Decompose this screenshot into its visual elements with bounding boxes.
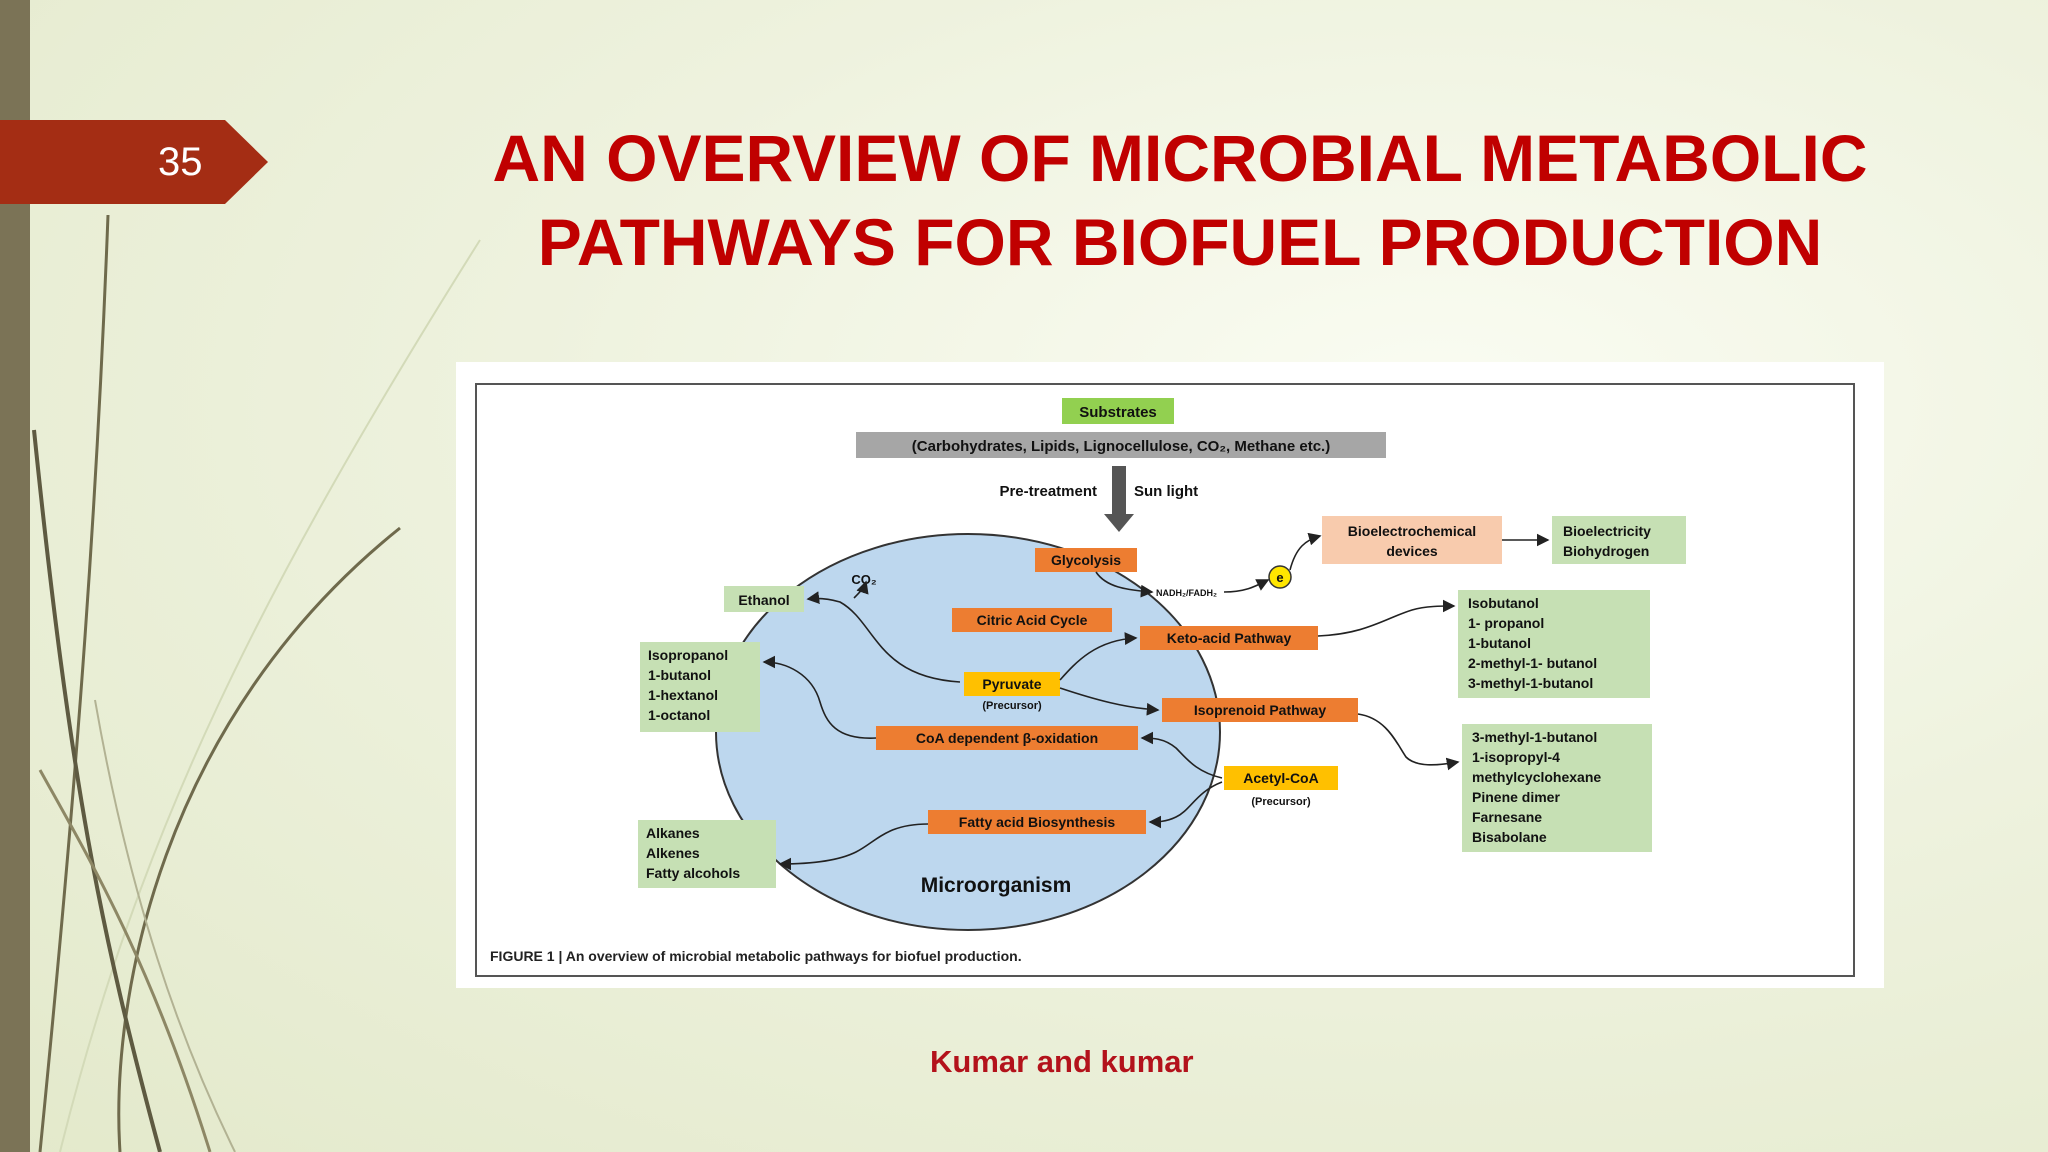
keto-products-list: Isobutanol 1- propanol 1-butanol 2-methy… — [1468, 595, 1597, 691]
microorganism-label: Microorganism — [921, 874, 1072, 897]
lipid-products-list: Alkanes Alkenes Fatty alcohols — [646, 825, 740, 881]
figure-frame — [475, 383, 1855, 977]
isoprenoid-product: 1-isopropyl-4 — [1472, 749, 1560, 765]
alcohol-product: 1-hextanol — [648, 687, 718, 703]
glycolysis-box — [1035, 548, 1137, 572]
coa-oxidation-label: CoA dependent β-oxidation — [916, 730, 1098, 746]
keto-product: 3-methyl-1-butanol — [1468, 675, 1593, 691]
keto-products-box — [1458, 590, 1650, 698]
bioelectricity-line-2: Biohydrogen — [1563, 543, 1649, 559]
pretreatment-label: Pre-treatment — [999, 483, 1097, 500]
input-arrow-shaft — [1112, 466, 1126, 516]
isoprenoid-pathway-label: Isoprenoid Pathway — [1194, 702, 1326, 718]
keto-product: Isobutanol — [1468, 595, 1539, 611]
ethanol-label: Ethanol — [738, 592, 789, 608]
isoprenoid-products-list: 3-methyl-1-butanol 1-isopropyl-4 methylc… — [1472, 729, 1601, 845]
acetyl-coa-box — [1224, 766, 1338, 790]
bioelectricity-line-1: Bioelectricity — [1563, 523, 1651, 539]
figure-caption: FIGURE 1 | An overview of microbial meta… — [490, 948, 1022, 964]
bioelectrochemical-line-2: devices — [1386, 543, 1438, 559]
fatty-acid-biosynthesis-label: Fatty acid Biosynthesis — [959, 814, 1116, 830]
lipid-product: Alkanes — [646, 825, 700, 841]
keto-acid-pathway-box — [1140, 626, 1318, 650]
alcohol-product: 1-butanol — [648, 667, 711, 683]
fatty-acid-biosynthesis-box — [928, 810, 1146, 834]
pyruvate-box — [964, 672, 1060, 696]
slide-number: 35 — [158, 140, 203, 184]
lipid-product: Alkenes — [646, 845, 700, 861]
keto-product: 1-butanol — [1468, 635, 1531, 651]
substrates-box — [1062, 398, 1174, 424]
citation: Kumar and kumar — [930, 1044, 1194, 1079]
alcohol-products-box — [640, 642, 760, 732]
substrates-list-box — [856, 432, 1386, 458]
isoprenoid-product: Pinene dimer — [1472, 789, 1560, 805]
coa-oxidation-box — [876, 726, 1138, 750]
isoprenoid-products-box — [1462, 724, 1652, 852]
acetyl-coa-label: Acetyl-CoA — [1243, 770, 1318, 786]
alcohol-products-list: Isopropanol 1-butanol 1-hextanol 1-octan… — [648, 647, 728, 723]
acetyl-coa-precursor-note: (Precursor) — [1251, 796, 1311, 808]
lipid-product: Fatty alcohols — [646, 865, 740, 881]
pyruvate-precursor-note: (Precursor) — [982, 700, 1042, 712]
bioelectricity-box — [1552, 516, 1686, 564]
slide-title: AN OVERVIEW OF MICROBIAL METABOLIC PATHW… — [420, 116, 1940, 284]
keto-acid-pathway-label: Keto-acid Pathway — [1167, 630, 1292, 646]
input-arrow-head — [1104, 514, 1134, 532]
substrates-label: Substrates — [1079, 404, 1157, 421]
connector-arrows — [762, 532, 1550, 871]
citric-acid-cycle-label: Citric Acid Cycle — [977, 612, 1088, 628]
isoprenoid-product: Bisabolane — [1472, 829, 1547, 845]
citric-acid-cycle-box — [952, 608, 1112, 632]
title-line-1: AN OVERVIEW OF MICROBIAL METABOLIC — [492, 121, 1868, 195]
isoprenoid-product: 3-methyl-1-butanol — [1472, 729, 1597, 745]
isoprenoid-product: Farnesane — [1472, 809, 1542, 825]
electron-icon — [1268, 565, 1292, 589]
isoprenoid-product: methylcyclohexane — [1472, 769, 1601, 785]
keto-product: 1- propanol — [1468, 615, 1544, 631]
keto-product: 2-methyl-1- butanol — [1468, 655, 1597, 671]
title-line-2: PATHWAYS FOR BIOFUEL PRODUCTION — [537, 205, 1823, 279]
pathway-diagram: Substrates (Carbohydrates, Lipids, Ligno… — [475, 383, 1855, 977]
sunlight-label: Sun light — [1134, 483, 1198, 500]
glycolysis-label: Glycolysis — [1051, 552, 1121, 568]
alcohol-product: Isopropanol — [648, 647, 728, 663]
isoprenoid-pathway-box — [1162, 698, 1358, 722]
pyruvate-label: Pyruvate — [982, 676, 1041, 692]
ethanol-box — [724, 586, 804, 612]
substrates-list: (Carbohydrates, Lipids, Lignocellulose, … — [912, 438, 1330, 455]
alcohol-product: 1-octanol — [648, 707, 710, 723]
bioelectrochemical-box — [1322, 516, 1502, 564]
pathway-figure: Substrates (Carbohydrates, Lipids, Ligno… — [456, 362, 1884, 988]
electron-label: e — [1276, 570, 1283, 585]
bioelectrochemical-line-1: Bioelectrochemical — [1348, 523, 1476, 539]
lipid-products-box — [638, 820, 776, 888]
slide-number-tag — [0, 120, 268, 204]
nadh-label: NADH₂/FADH₂ — [1156, 588, 1217, 598]
